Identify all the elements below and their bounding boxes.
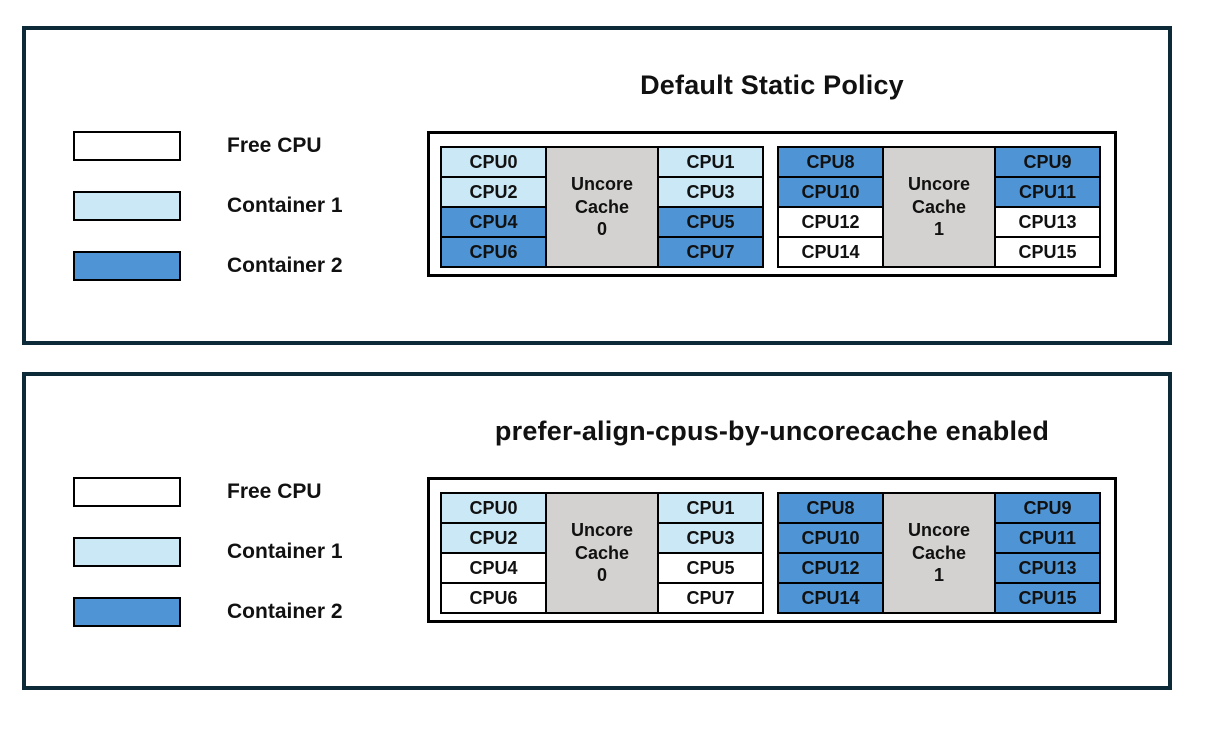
legend-item-free-cpu: Free CPU [73, 477, 343, 507]
cpu-cell: CPU13 [996, 208, 1099, 236]
cpu-column: CPU9 CPU11 CPU13 CPU15 [996, 148, 1099, 266]
panel-default-static-policy: Default Static Policy Free CPU Container… [22, 26, 1172, 345]
cpu-cell: CPU0 [442, 148, 545, 176]
uncore-cache-0-block: CPU0 CPU2 CPU4 CPU6 Uncore Cache 0 CPU1 … [440, 146, 764, 268]
legend-label: Free CPU [227, 134, 322, 157]
cpu-cell: CPU2 [442, 524, 545, 552]
legend-label: Container 1 [227, 540, 343, 563]
uncore-cache-1-block: CPU8 CPU10 CPU12 CPU14 Uncore Cache 1 CP… [777, 146, 1101, 268]
legend-item-container-1: Container 1 [73, 537, 343, 567]
cpu-cell: CPU5 [659, 554, 762, 582]
cpu-cell: CPU9 [996, 148, 1099, 176]
legend-label: Container 2 [227, 600, 343, 623]
cpu-topology-diagram: CPU0 CPU2 CPU4 CPU6 Uncore Cache 0 CPU1 … [427, 477, 1117, 623]
cpu-cell: CPU15 [996, 238, 1099, 266]
cpu-column: CPU1 CPU3 CPU5 CPU7 [659, 494, 762, 612]
cpu-cell: CPU10 [779, 178, 882, 206]
legend-swatch-free-cpu [73, 477, 181, 507]
cpu-cell: CPU0 [442, 494, 545, 522]
cpu-cell: CPU15 [996, 584, 1099, 612]
legend-swatch-container-1 [73, 537, 181, 567]
legend-swatch-container-1 [73, 191, 181, 221]
legend: Free CPU Container 1 Container 2 [73, 477, 343, 657]
cpu-cell: CPU6 [442, 584, 545, 612]
legend: Free CPU Container 1 Container 2 [73, 131, 343, 311]
cpu-cell: CPU8 [779, 494, 882, 522]
uncore-cache-cell: Uncore Cache 1 [884, 148, 994, 266]
uncore-cache-0-block: CPU0 CPU2 CPU4 CPU6 Uncore Cache 0 CPU1 … [440, 492, 764, 614]
legend-label: Container 2 [227, 254, 343, 277]
legend-item-free-cpu: Free CPU [73, 131, 343, 161]
legend-item-container-1: Container 1 [73, 191, 343, 221]
uncore-cache-1-block: CPU8 CPU10 CPU12 CPU14 Uncore Cache 1 CP… [777, 492, 1101, 614]
cpu-cell: CPU6 [442, 238, 545, 266]
cpu-cell: CPU11 [996, 178, 1099, 206]
cpu-cell: CPU1 [659, 494, 762, 522]
cpu-cell: CPU1 [659, 148, 762, 176]
cpu-cell: CPU7 [659, 238, 762, 266]
cpu-cell: CPU14 [779, 238, 882, 266]
cpu-topology-diagram: CPU0 CPU2 CPU4 CPU6 Uncore Cache 0 CPU1 … [427, 131, 1117, 277]
cpu-column: CPU0 CPU2 CPU4 CPU6 [442, 148, 545, 266]
cpu-cell: CPU3 [659, 178, 762, 206]
uncore-cache-cell: Uncore Cache 1 [884, 494, 994, 612]
cpu-column: CPU8 CPU10 CPU12 CPU14 [779, 494, 882, 612]
cpu-cell: CPU14 [779, 584, 882, 612]
uncore-cache-cell: Uncore Cache 0 [547, 494, 657, 612]
cpu-cell: CPU11 [996, 524, 1099, 552]
panel-title: Default Static Policy [640, 70, 904, 100]
cpu-cell: CPU4 [442, 208, 545, 236]
cpu-cell: CPU10 [779, 524, 882, 552]
legend-label: Container 1 [227, 194, 343, 217]
panel-prefer-align-uncorecache: prefer-align-cpus-by-uncorecache enabled… [22, 372, 1172, 690]
cpu-cell: CPU4 [442, 554, 545, 582]
cpu-column: CPU1 CPU3 CPU5 CPU7 [659, 148, 762, 266]
cpu-cell: CPU5 [659, 208, 762, 236]
cpu-cell: CPU8 [779, 148, 882, 176]
cpu-cell: CPU12 [779, 208, 882, 236]
cpu-cell: CPU3 [659, 524, 762, 552]
legend-swatch-container-2 [73, 251, 181, 281]
cpu-cell: CPU13 [996, 554, 1099, 582]
cpu-column: CPU9 CPU11 CPU13 CPU15 [996, 494, 1099, 612]
uncore-cache-cell: Uncore Cache 0 [547, 148, 657, 266]
legend-label: Free CPU [227, 480, 322, 503]
cpu-cell: CPU7 [659, 584, 762, 612]
legend-swatch-container-2 [73, 597, 181, 627]
panel-title: prefer-align-cpus-by-uncorecache enabled [494, 416, 1050, 446]
legend-item-container-2: Container 2 [73, 597, 343, 627]
cpu-cell: CPU2 [442, 178, 545, 206]
legend-swatch-free-cpu [73, 131, 181, 161]
cpu-column: CPU0 CPU2 CPU4 CPU6 [442, 494, 545, 612]
cpu-column: CPU8 CPU10 CPU12 CPU14 [779, 148, 882, 266]
cpu-cell: CPU12 [779, 554, 882, 582]
legend-item-container-2: Container 2 [73, 251, 343, 281]
cpu-cell: CPU9 [996, 494, 1099, 522]
